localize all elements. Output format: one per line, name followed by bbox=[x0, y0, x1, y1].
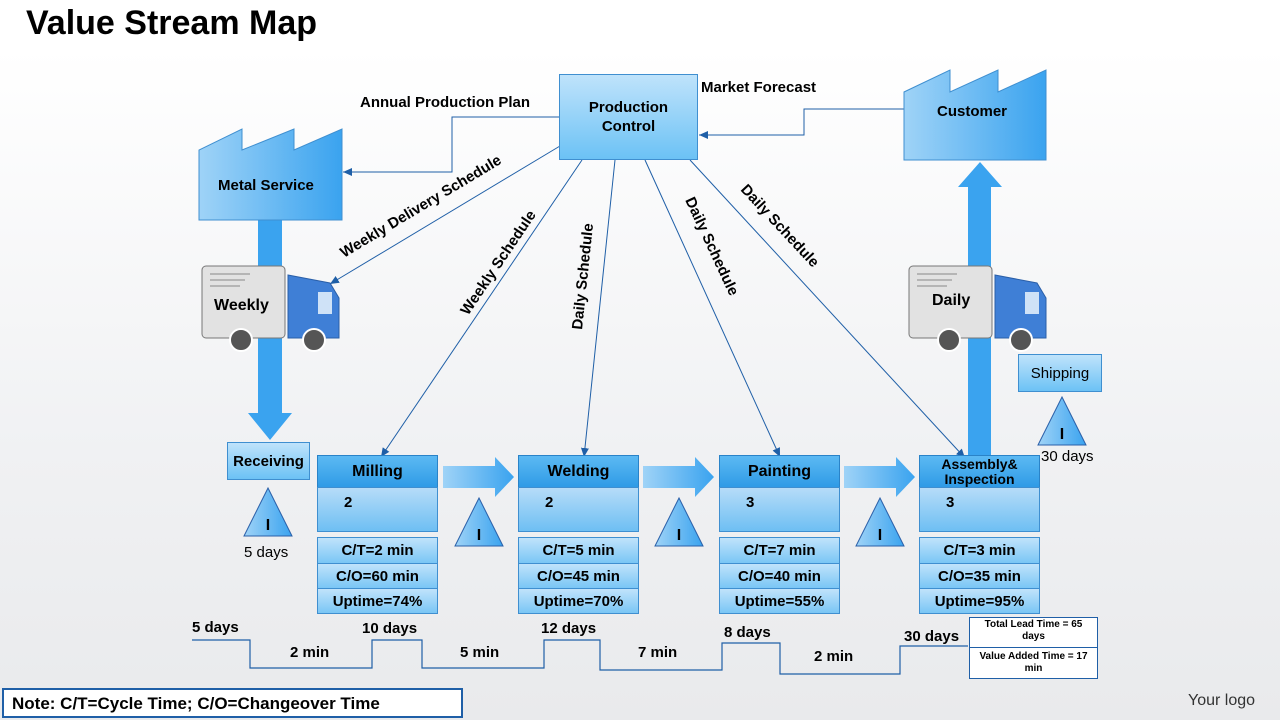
outbound-truck-icon bbox=[908, 265, 1047, 352]
push-arrow-1 bbox=[443, 457, 514, 497]
changeover-cell: C/O=35 min bbox=[919, 563, 1040, 589]
weekly-schedule-line bbox=[380, 159, 583, 458]
cycle-time-cell: C/T=5 min bbox=[518, 537, 639, 564]
shipping-box: Shipping bbox=[1018, 354, 1102, 392]
timeline-mins-1: 2 min bbox=[290, 644, 330, 661]
daily-schedule-line-3 bbox=[689, 159, 966, 459]
production-control-label: Production Control bbox=[588, 99, 669, 135]
inventory-triangle-3: I bbox=[855, 496, 905, 547]
process-body bbox=[919, 487, 1040, 532]
shipping-inventory-label: 30 days bbox=[1041, 448, 1094, 465]
inventory-marker: I bbox=[677, 527, 681, 544]
process-header: Milling bbox=[317, 455, 438, 488]
cycle-time-cell: C/T=2 min bbox=[317, 537, 438, 564]
weekly-delivery-line bbox=[329, 145, 561, 285]
inventory-triangle-1: I bbox=[454, 496, 504, 547]
process-header: Painting bbox=[719, 455, 840, 488]
uptime-cell: Uptime=70% bbox=[518, 588, 639, 614]
value-added-time: Value Added Time = 17 min bbox=[979, 651, 1088, 674]
timeline-mins-2: 5 min bbox=[460, 644, 500, 661]
customer-label: Customer bbox=[937, 103, 1008, 120]
operator-count: 3 bbox=[746, 494, 755, 511]
market-forecast-label: Market Forecast bbox=[701, 79, 817, 96]
annual-plan-line bbox=[343, 116, 559, 176]
timeline-mins-3: 7 min bbox=[638, 644, 678, 661]
shipping-label: Shipping bbox=[1030, 364, 1090, 382]
supplier-factory-shape bbox=[198, 128, 343, 221]
inventory-triangle-shipping: I bbox=[1037, 395, 1087, 446]
production-control-box: Production Control bbox=[559, 74, 698, 160]
inventory-marker: I bbox=[266, 517, 270, 534]
inventory-marker: I bbox=[1060, 426, 1064, 443]
daily-schedule-label-2: Daily Schedule bbox=[681, 195, 742, 299]
receiving-inventory-label: 5 days bbox=[244, 544, 289, 561]
changeover-cell: C/O=60 min bbox=[317, 563, 438, 589]
weekly-schedule-label: Weekly Schedule bbox=[457, 207, 539, 318]
inventory-marker: I bbox=[477, 527, 481, 544]
timeline-days-5: 30 days bbox=[904, 628, 960, 645]
process-header: Welding bbox=[518, 455, 639, 488]
daily-schedule-line-2 bbox=[644, 159, 781, 458]
annual-plan-label: Annual Production Plan bbox=[360, 94, 531, 111]
receiving-box: Receiving bbox=[227, 442, 310, 480]
timeline-days-4: 8 days bbox=[724, 624, 771, 641]
weekly-delivery-label: Weekly Delivery Schedule bbox=[337, 152, 504, 262]
outbound-truck-label: Daily bbox=[932, 292, 971, 309]
page-title: Value Stream Map bbox=[26, 4, 318, 42]
timeline-days-1: 5 days bbox=[192, 619, 239, 636]
supplier-label: Metal Service bbox=[218, 177, 314, 194]
cycle-time-cell: C/T=3 min bbox=[919, 537, 1040, 564]
logo-text: Your logo bbox=[1188, 692, 1256, 709]
cycle-time-cell: C/T=7 min bbox=[719, 537, 840, 564]
push-arrow-3 bbox=[844, 457, 915, 497]
daily-schedule-label-1: Daily Schedule bbox=[569, 223, 597, 331]
operator-count: 2 bbox=[344, 494, 353, 511]
legend-note: Note: C/T=Cycle Time; C/O=Changeover Tim… bbox=[2, 688, 463, 718]
push-arrow-2 bbox=[643, 457, 714, 497]
timeline-mins-4: 2 min bbox=[814, 648, 854, 665]
inventory-triangle-receiving: I bbox=[243, 486, 293, 537]
timeline-days-3: 12 days bbox=[541, 620, 597, 637]
customer-factory-shape bbox=[903, 69, 1047, 161]
process-body bbox=[719, 487, 840, 532]
uptime-cell: Uptime=55% bbox=[719, 588, 840, 614]
receiving-label: Receiving bbox=[233, 452, 304, 470]
process-body bbox=[518, 487, 639, 532]
changeover-cell: C/O=40 min bbox=[719, 563, 840, 589]
inventory-triangle-2: I bbox=[654, 496, 704, 547]
uptime-cell: Uptime=74% bbox=[317, 588, 438, 614]
market-forecast-line bbox=[699, 108, 904, 139]
lead-time-summary: Total Lead Time = 65 days Value Added Ti… bbox=[969, 617, 1098, 679]
timeline-ladder bbox=[192, 639, 968, 675]
uptime-cell: Uptime=95% bbox=[919, 588, 1040, 614]
inbound-truck-label: Weekly bbox=[214, 297, 269, 314]
inventory-marker: I bbox=[878, 527, 882, 544]
operator-count: 3 bbox=[946, 494, 955, 511]
inbound-truck-icon bbox=[201, 265, 340, 352]
daily-schedule-line-1 bbox=[580, 159, 616, 458]
operator-count: 2 bbox=[545, 494, 554, 511]
total-lead-time: Total Lead Time = 65 days bbox=[970, 618, 1097, 648]
changeover-cell: C/O=45 min bbox=[518, 563, 639, 589]
process-body bbox=[317, 487, 438, 532]
timeline-days-2: 10 days bbox=[362, 620, 418, 637]
process-header: Assembly& Inspection bbox=[919, 455, 1040, 488]
